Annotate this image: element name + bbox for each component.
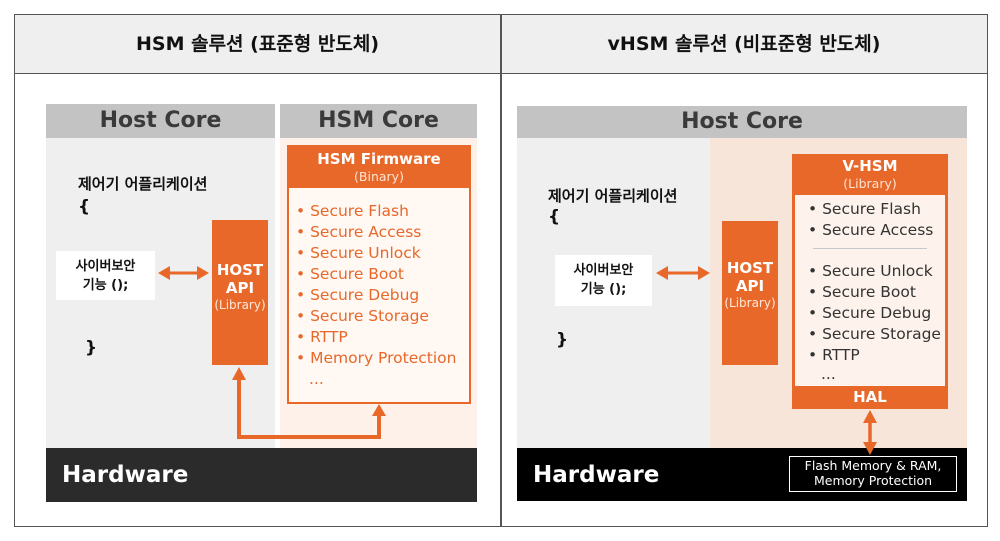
right-feature-separator (813, 248, 927, 249)
right-feature-item: • RTTP (808, 346, 860, 364)
left-host-api-sub: (Library) (214, 298, 266, 312)
left-feature-ellipsis: ... (309, 370, 324, 388)
right-security-function-box: 사이버보안 기능 (); (555, 255, 652, 306)
right-host-api-sub: (Library) (724, 296, 776, 310)
right-app-label: 제어기 어플리케이션 (548, 187, 678, 205)
right-memory-line1: Flash Memory & RAM, (804, 458, 942, 473)
left-firmware-sub: (Binary) (354, 169, 404, 184)
left-feature-item: • Secure Debug (296, 286, 420, 304)
right-feature-ellipsis: ... (821, 365, 836, 383)
right-host-api-line2: API (735, 277, 765, 295)
right-feature-item: • Secure Access (808, 221, 934, 239)
left-security-function-box: 사이버보안 기능 (); (56, 251, 155, 300)
right-arrowhead-left (656, 266, 668, 280)
left-feature-list: • Secure Flash • Secure Access • Secure … (296, 201, 456, 390)
left-feature-item: • Secure Storage (296, 307, 429, 325)
right-func-line1: 사이버보안 (573, 263, 634, 278)
right-feature-item: • Secure Storage (808, 325, 941, 343)
left-feature-item: • Secure Boot (296, 265, 404, 283)
left-func-line2: 기능 (); (82, 278, 129, 293)
left-func-line1: 사이버보안 (75, 259, 136, 274)
left-feature-item: • Secure Unlock (296, 244, 421, 262)
left-host-api-line1: HOST (216, 261, 264, 279)
right-vhsm-sub: (Library) (843, 176, 897, 191)
left-close-brace: } (85, 338, 98, 358)
left-open-brace: { (78, 197, 91, 217)
right-vhsm-box: V-HSM (Library) HAL (792, 154, 948, 409)
left-arrowhead-left (158, 266, 170, 280)
left-feature-item: • Memory Protection (296, 349, 457, 367)
left-firmware-header: HSM Firmware (Binary) (289, 147, 469, 188)
left-host-api-line2: API (225, 279, 255, 297)
right-open-brace: { (548, 207, 561, 227)
left-firmware-title: HSM Firmware (317, 150, 441, 168)
right-host-core-header: Host Core (517, 106, 967, 138)
left-arrowhead-right (197, 266, 209, 280)
left-hsm-firmware-box: HSM Firmware (Binary) (287, 145, 471, 404)
column-divider (500, 15, 502, 526)
right-vhsm-body (795, 195, 945, 386)
left-hsm-core-header: HSM Core (280, 104, 477, 138)
left-api-firmware-connector (237, 378, 381, 439)
left-hardware-bar: Hardware (46, 448, 477, 502)
right-memory-box: Flash Memory & RAM, Memory Protection (789, 456, 957, 492)
left-arrowhead-up-firmware (372, 404, 386, 416)
right-vhsm-title: V-HSM (842, 157, 898, 175)
left-title: HSM 솔루션 (표준형 반도체) (135, 33, 380, 55)
right-feature-item: • Secure Debug (808, 304, 932, 322)
left-host-api-box: HOST API (Library) (212, 220, 268, 365)
left-arrowhead-up-api (232, 367, 246, 380)
right-host-api-line1: HOST (726, 259, 774, 277)
right-feature-item: • Secure Unlock (808, 262, 933, 280)
right-host-api-box: HOST API (Library) (722, 221, 778, 365)
left-host-core-header: Host Core (46, 104, 275, 138)
right-feature-item: • Secure Flash (808, 200, 921, 218)
outer-frame (14, 14, 988, 527)
left-app-label: 제어기 어플리케이션 (78, 175, 208, 193)
right-arrowhead-down (863, 442, 877, 455)
right-vhsm-header: V-HSM (Library) (792, 154, 948, 195)
right-close-brace: } (556, 330, 569, 350)
right-arrowhead-right (698, 266, 710, 280)
left-feature-item: • Secure Flash (296, 202, 409, 220)
right-func-line2: 기능 (); (580, 282, 627, 297)
right-arrowhead-up (863, 410, 877, 423)
right-feature-list-group1: • Secure Flash • Secure Access (808, 199, 933, 241)
right-feature-list-group2: • Secure Unlock • Secure Boot • Secure D… (808, 261, 941, 382)
right-hal-label: HAL (853, 388, 887, 406)
right-memory-line2: Memory Protection (813, 473, 933, 488)
left-feature-item: • Secure Access (296, 223, 422, 241)
right-feature-item: • Secure Boot (808, 283, 916, 301)
left-feature-item: • RTTP (296, 328, 348, 346)
right-title: vHSM 솔루션 (비표준형 반도체) (607, 33, 881, 55)
